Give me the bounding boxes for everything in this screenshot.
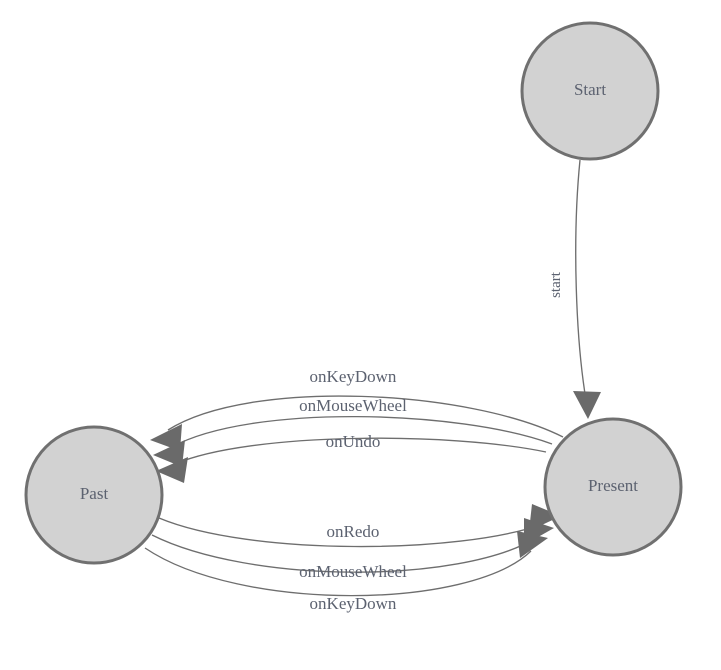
edge-past-present-mousewheel-label: onMouseWheel	[299, 562, 407, 581]
edge-past-present-redo-path	[158, 517, 544, 548]
edge-past-present-mousewheel-path	[151, 534, 537, 573]
edge-past-present-keydown-label: onKeyDown	[310, 594, 397, 613]
edge-past-present-keydown-path	[144, 547, 532, 597]
edge-past-present-redo[interactable]: onRedo	[158, 504, 561, 548]
edge-start-present[interactable]: start	[548, 159, 601, 419]
edge-past-present-keydown-arrowhead	[517, 531, 548, 558]
edge-present-past-keydown[interactable]: onKeyDown	[150, 367, 564, 451]
edge-present-past-undo[interactable]: onUndo	[156, 432, 547, 483]
edge-present-past-mousewheel-arrowhead	[153, 440, 185, 467]
edge-present-past-mousewheel[interactable]: onMouseWheel	[153, 396, 553, 467]
node-past-circle	[24, 425, 164, 565]
node-past[interactable]: Past	[24, 425, 164, 565]
edge-start-present-arrowhead	[573, 391, 601, 419]
edge-start-present-path	[575, 159, 587, 401]
node-start[interactable]: Start	[520, 21, 660, 161]
edge-past-present-keydown[interactable]: onKeyDown	[144, 531, 548, 613]
edge-present-past-keydown-arrowhead	[150, 424, 182, 451]
edge-present-past-mousewheel-path	[171, 415, 553, 448]
edge-present-past-mousewheel-label: onMouseWheel	[299, 396, 407, 415]
node-present[interactable]: Present	[543, 417, 683, 557]
edge-start-present-label: start	[548, 271, 564, 298]
edge-present-past-undo-path	[174, 437, 547, 465]
edge-present-past-keydown-path	[167, 395, 564, 438]
edge-present-past-undo-label: onUndo	[326, 432, 381, 451]
node-start-circle	[520, 21, 660, 161]
edge-present-past-keydown-label: onKeyDown	[310, 367, 397, 386]
node-present-circle	[543, 417, 683, 557]
edge-present-past-undo-arrowhead	[156, 457, 188, 483]
edge-past-present-redo-label: onRedo	[327, 522, 380, 541]
